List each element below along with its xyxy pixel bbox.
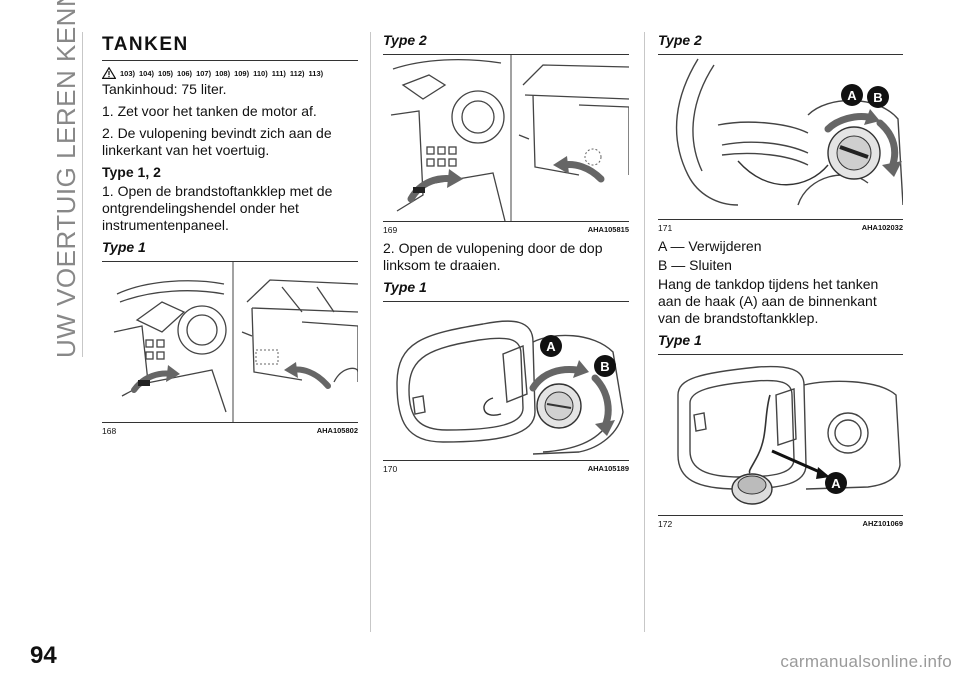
figure-code: AHA105189 [587,464,629,473]
watermark: carmanualsonline.info [780,652,952,671]
marker-b-label: B [600,359,609,374]
figure-code: AHA105815 [587,225,629,234]
section-title: TANKEN [102,34,358,61]
chapter-rule [82,32,83,357]
marker-a [825,472,847,494]
figure-code: AHZ101069 [862,519,903,528]
release-lever [138,380,150,386]
figure-caption: 169 AHA105815 [383,221,629,235]
figure-number: 172 [658,519,673,529]
figure-number: 170 [383,464,398,474]
figure-code: AHA105802 [316,426,358,435]
marker-b [594,355,616,377]
fuel-cap-type2-illustration: A B [675,58,903,206]
figure-caption: 168 AHA105802 [102,422,358,436]
footnote-ref[interactable]: 108) [215,68,231,78]
footnote-ref[interactable]: 106) [177,68,193,78]
footnote-ref[interactable]: 113) [308,68,324,78]
column-divider-1 [370,32,371,632]
fuel-release-lever-illustration [113,262,358,422]
type-heading: Type 1 [658,332,702,348]
figure-caption: 172 AHZ101069 [658,515,903,529]
figure-171: A B [658,54,903,219]
marker-a-label: A [831,476,841,491]
figure-168 [102,261,358,422]
column-divider-2 [644,32,645,632]
figure-code: AHA102032 [861,223,903,232]
marker-b-label: B [873,90,882,105]
chapter-title: UW VOERTUIG LEREN KENNEN [51,0,81,358]
footnote-ref[interactable]: 103) [120,68,136,78]
footnote-references: 103) 104) 105) 106) 107) 108) 109) 110) … [102,67,358,79]
column-2: Type 2 [383,30,629,479]
figure-number: 168 [102,426,117,436]
footnote-ref[interactable]: 112) [289,68,305,78]
marker-a [841,84,863,106]
figure-170: A B [383,301,629,460]
release-lever-step: 1. Open de brandstoftankklep met de ontg… [102,183,333,233]
dashboard-lever-illustration [390,55,629,221]
figure-172: A [658,354,903,515]
fuel-cap-removal-illustration: A B [396,320,624,455]
footnote-ref[interactable]: 104) [139,68,155,78]
type-heading: Type 1 [383,279,427,295]
type-heading: Type 1 [102,239,146,255]
fuel-flap-hint [255,349,279,365]
legend-b: B — Sluiten [658,257,732,273]
figure-169 [383,54,629,221]
tank-capacity: Tankinhoud: 75 liter. [102,81,227,97]
footnote-ref[interactable]: 111) [271,68,286,78]
footnote-ref[interactable]: 109) [234,68,250,78]
marker-a [540,335,562,357]
type-heading: Type 2 [383,32,427,48]
footnote-ref[interactable]: 105) [158,68,174,78]
open-cap-step: 2. Open de vulopening door de dop linkso… [383,240,603,273]
footnote-ref[interactable]: 110) [253,68,268,78]
step-2: 2. De vulopening bevindt zich aan de lin… [102,125,332,158]
type-heading: Type 1, 2 [102,164,161,180]
legend-a: A — Verwijderen [658,238,762,254]
footnote-ref[interactable]: 107) [196,68,212,78]
figure-number: 171 [658,223,673,233]
figure-caption: 171 AHA102032 [658,219,903,233]
figure-caption: 170 AHA105189 [383,460,629,474]
type-heading: Type 2 [658,32,702,48]
marker-a-label: A [847,88,857,103]
hang-cap-instruction: Hang de tankdop tijdens het tanken aan d… [658,276,879,326]
warning-triangle-icon [102,67,116,79]
fuel-cap-hook-illustration: A [677,365,901,505]
column-1: TANKEN 103) 104) 105) 106) 107) 108) 109… [102,30,358,441]
marker-b [867,86,889,108]
marker-a-label: A [546,339,556,354]
column-3: Type 2 A B 171 [658,30,903,534]
step-1: 1. Zet voor het tanken de motor af. [102,103,317,119]
figure-number: 169 [383,225,398,235]
page-number: 94 [30,642,57,669]
